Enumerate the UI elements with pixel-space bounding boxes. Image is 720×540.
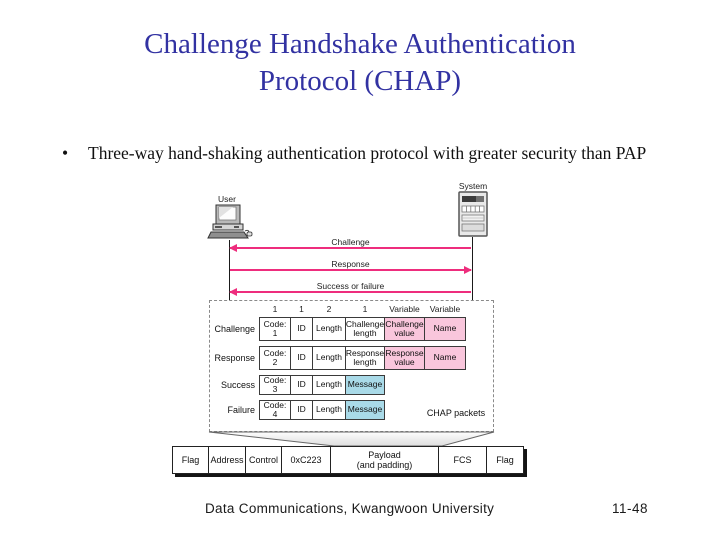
slide-title-line1: Challenge Handshake Authentication <box>144 28 576 60</box>
packet-cell: Length <box>312 375 346 395</box>
packet-row-failure: Code: 4 ID Length Message <box>259 400 385 420</box>
ppp-frame: Flag Address Control 0xC223 Payload (and… <box>172 446 524 474</box>
packet-cell: Code: 3 <box>259 375 291 395</box>
footer-text: Data Communications, Kwangwoon Universit… <box>205 501 495 516</box>
frame-cell-flag: Flag <box>486 446 524 474</box>
packet-table-col-headers: 1 1 2 1 Variable Variable <box>259 304 466 314</box>
packet-row-success: Code: 3 ID Length Message <box>259 375 385 395</box>
frame-cell-label: 0xC223 <box>290 454 322 465</box>
chap-packets-caption: CHAP packets <box>426 408 486 418</box>
success-failure-arrow <box>229 288 471 296</box>
packet-cell: Name <box>424 317 466 341</box>
packet-cell: Message <box>345 400 385 420</box>
packet-cell: Name <box>424 346 466 370</box>
response-arrow <box>230 266 472 274</box>
row-label-failure: Failure <box>227 405 255 415</box>
frame-cell-address: Address <box>208 446 246 474</box>
packet-cell: ID <box>290 346 313 370</box>
col-header: 1 <box>299 304 304 314</box>
frame-cell-label: Control <box>248 454 278 465</box>
system-lifeline <box>472 237 473 300</box>
user-label: User <box>218 194 236 204</box>
desktop-computer-icon <box>207 204 253 239</box>
bullet-text: Three-way hand-shaking authentication pr… <box>88 143 647 163</box>
packet-cell: Code: 2 <box>259 346 291 370</box>
frame-cell-label: Flag <box>181 454 200 465</box>
frame-cell-flag: Flag <box>172 446 209 474</box>
packet-cell: ID <box>290 400 313 420</box>
challenge-arrow <box>229 244 471 252</box>
col-header: 1 <box>272 304 278 314</box>
row-label-challenge: Challenge <box>214 324 255 334</box>
packet-cell: Challenge length <box>345 317 385 341</box>
response-arrow-label: Response <box>331 259 370 269</box>
frame-cell-sublabel: (and padding) <box>356 460 413 470</box>
bullet-marker: • <box>62 143 69 163</box>
arrowhead-right-icon <box>464 266 472 274</box>
slide-title-line2: Protocol (CHAP) <box>258 64 462 97</box>
challenge-arrow-label: Challenge <box>331 237 370 247</box>
col-header: 1 <box>362 304 368 314</box>
packet-cell: Code: 1 <box>259 317 291 341</box>
packet-cell: Code: 4 <box>259 400 291 420</box>
row-label-success: Success <box>220 380 255 390</box>
frame-cell-payload: Payload (and padding) <box>330 446 439 474</box>
packet-cell: Response length <box>345 346 385 370</box>
packet-cell: Length <box>312 317 346 341</box>
frame-cell-label: Flag <box>496 454 514 465</box>
packet-row-challenge: Code: 1 ID Length Challenge length Chall… <box>259 317 466 341</box>
frame-cell-label: Address <box>210 454 244 465</box>
server-icon <box>458 191 488 237</box>
col-header: Variable <box>389 304 420 314</box>
packet-cell: Length <box>312 346 346 370</box>
col-header: Variable <box>429 304 461 314</box>
slide-title: Challenge Handshake Authentication Proto… <box>40 26 680 99</box>
packet-row-response: Code: 2 ID Length Response length Respon… <box>259 346 466 370</box>
page-number: 11-48 <box>612 501 649 516</box>
arrowhead-left-icon <box>229 244 237 252</box>
packet-cell: Message <box>345 375 385 395</box>
frame-cell-label: Payload <box>368 449 401 460</box>
row-label-response: Response <box>214 353 255 363</box>
bullet-item: • Three-way hand-shaking authentication … <box>62 143 670 165</box>
frame-cell-control: Control <box>245 446 282 474</box>
packet-cell: ID <box>290 375 313 395</box>
success-failure-arrow-label: Success or failure <box>316 281 385 291</box>
packet-cell: Length <box>312 400 346 420</box>
packet-cell: Challenge value <box>384 317 425 341</box>
frame-cell-label: FCS <box>453 454 472 465</box>
user-lifeline <box>229 240 230 300</box>
col-header: 2 <box>326 304 332 314</box>
system-label: System <box>458 181 488 191</box>
frame-cell-fcs: FCS <box>438 446 487 474</box>
packet-cell: Response value <box>384 346 425 370</box>
frame-cell-protocol: 0xC223 <box>281 446 331 474</box>
packet-cell: ID <box>290 317 313 341</box>
arrowhead-left-icon <box>229 288 237 296</box>
